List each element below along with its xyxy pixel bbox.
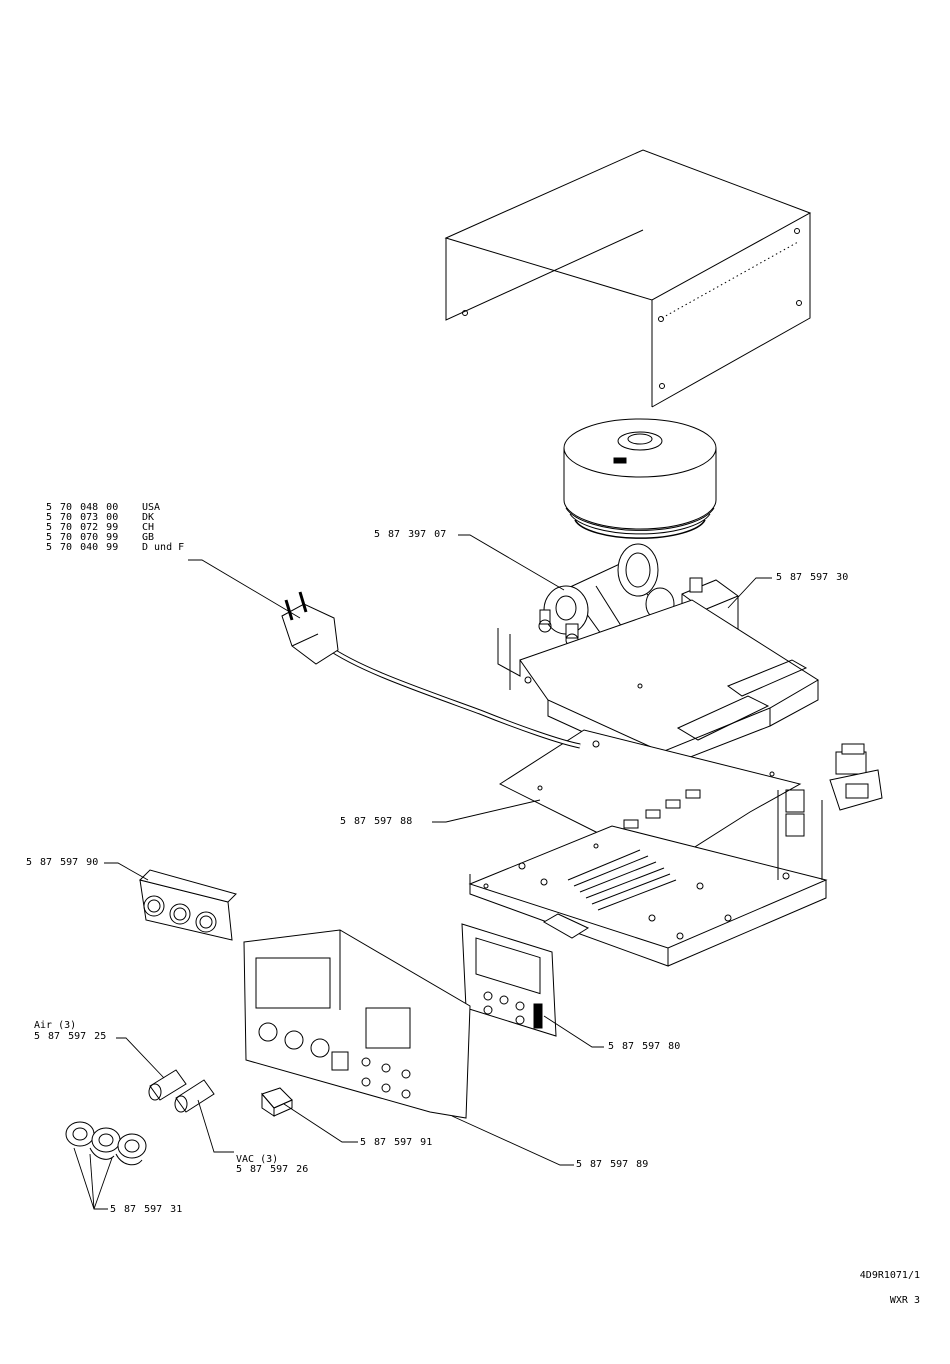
mounting-bracket [498, 600, 818, 768]
socket-panel-part-label: 5 87 597 90 [26, 858, 98, 868]
pump-part-label: 5 87 397 07 [374, 530, 446, 540]
toroidal-transformer [564, 419, 716, 538]
model-name: WXR 3 [890, 1295, 920, 1306]
drawing-id: 4D9R1071/1 [860, 1270, 920, 1281]
connectors-part-label: 5 87 597 31 [110, 1205, 182, 1215]
valve-part-label: 5 87 597 30 [776, 573, 848, 583]
plug-variant-row: 5 70 040 99 D und F [46, 543, 184, 553]
vac-filter-part-label: 5 87 597 26 [236, 1165, 308, 1175]
rocker-switch [262, 1088, 292, 1116]
plug-connectors [66, 1122, 146, 1165]
display-board-part-label: 5 87 597 80 [608, 1042, 680, 1052]
air-filter-label: Air (3) [34, 1021, 76, 1031]
pcb-part-label: 5 87 597 88 [340, 817, 412, 827]
power-socket [830, 744, 882, 810]
switch-part-label: 5 87 597 91 [360, 1138, 432, 1148]
plug-part-number: 5 70 040 99 [46, 543, 142, 553]
housing-cover [446, 150, 810, 407]
plug-country: D und F [142, 543, 184, 553]
plug-variant-list: 5 70 048 00 USA 5 70 073 00 DK 5 70 072 … [46, 503, 184, 553]
socket-panel [140, 870, 236, 940]
display-board [462, 924, 556, 1036]
air-filter-part-label: 5 87 597 25 [34, 1032, 106, 1042]
front-panel-part-label: 5 87 597 89 [576, 1160, 648, 1170]
